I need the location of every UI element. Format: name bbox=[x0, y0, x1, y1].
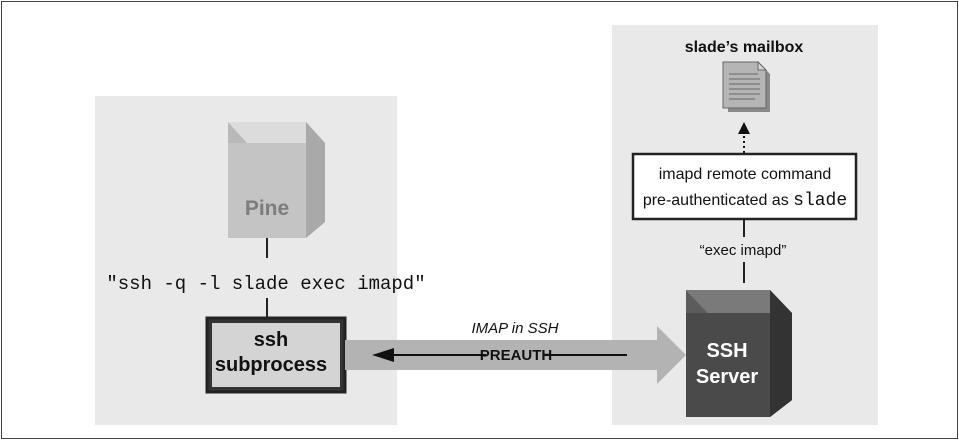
remote-command-prefix: pre-authenticated as bbox=[643, 192, 793, 209]
pine-label: Pine bbox=[245, 197, 289, 220]
ssh-subprocess-line2: subprocess bbox=[215, 354, 327, 376]
ssh-tunnel-arrow bbox=[345, 326, 686, 384]
preauth-arrow bbox=[372, 348, 627, 362]
ssh-command-text: "ssh -q -l slade exec imapd" bbox=[106, 273, 425, 295]
tunnel-label-imap: IMAP in SSH bbox=[472, 320, 559, 337]
remote-command-user: slade bbox=[793, 191, 847, 211]
mailbox-access-arrow bbox=[738, 122, 750, 154]
ssh-server-line1: SSH bbox=[706, 340, 747, 362]
remote-command-line2: pre-authenticated as slade bbox=[643, 191, 847, 211]
remote-command-box bbox=[631, 152, 858, 221]
mailbox-label: slade’s mailbox bbox=[685, 39, 804, 56]
pine-cube-icon bbox=[228, 122, 325, 238]
ssh-subprocess-box bbox=[205, 316, 347, 394]
ssh-server-line2: Server bbox=[696, 366, 758, 388]
exec-imapd-label: “exec imapd” bbox=[700, 242, 787, 259]
mailbox-document-icon bbox=[722, 60, 770, 112]
ssh-server-cube-icon bbox=[686, 290, 792, 417]
ssh-subprocess-line1: ssh bbox=[254, 329, 288, 351]
remote-command-line1: imapd remote command bbox=[659, 166, 832, 183]
tunnel-label-preauth: PREAUTH bbox=[480, 347, 553, 364]
